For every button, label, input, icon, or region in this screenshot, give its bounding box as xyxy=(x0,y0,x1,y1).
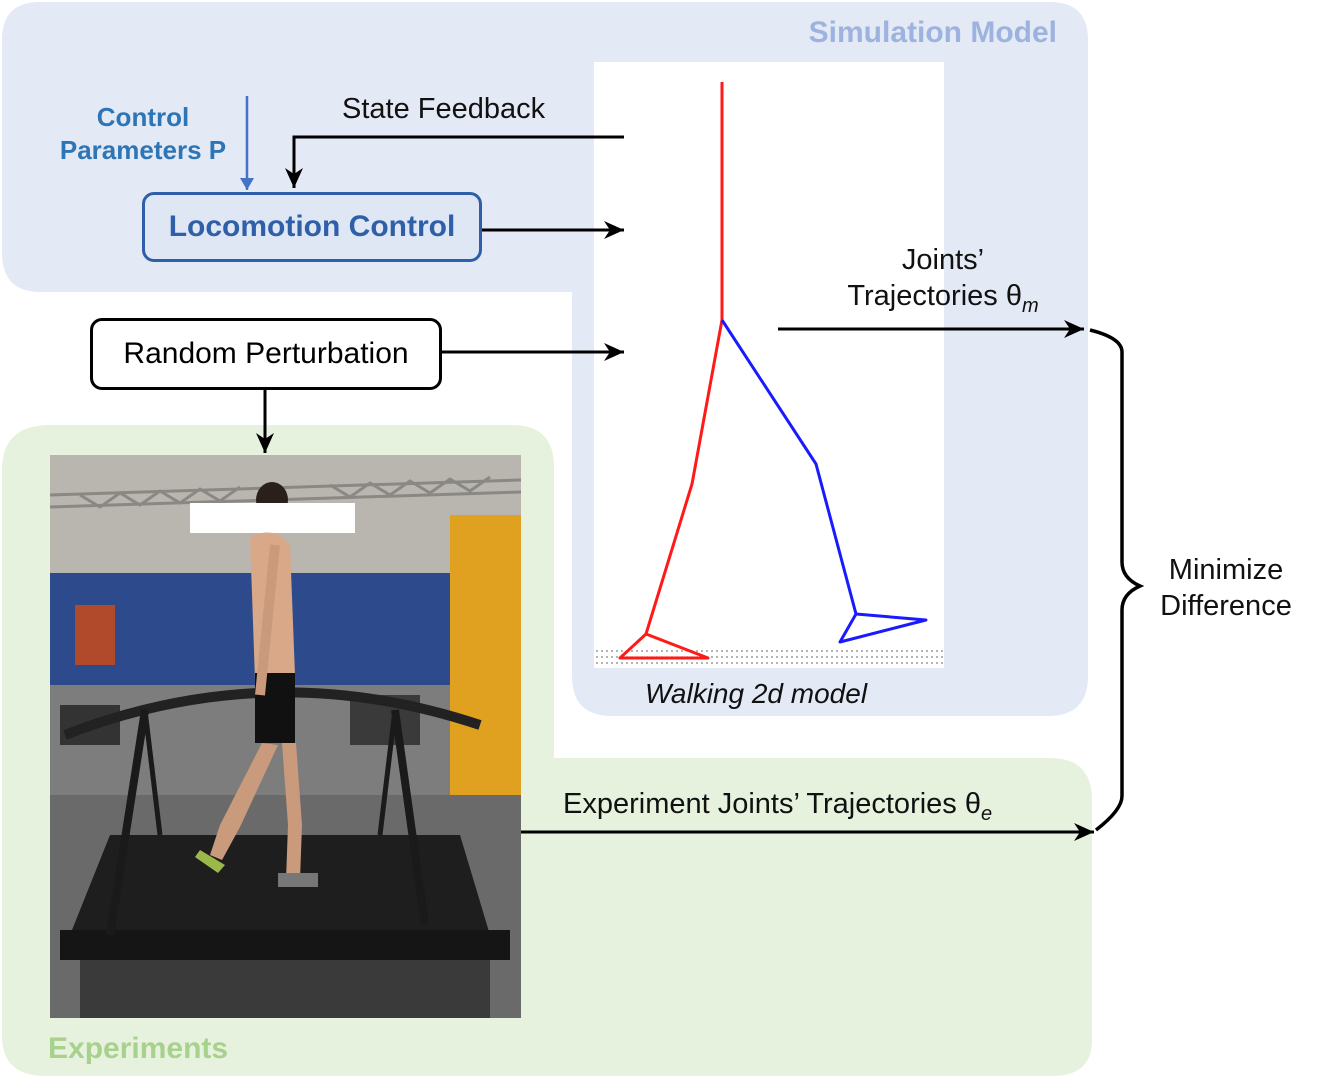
state-feedback-arrow xyxy=(285,135,624,188)
control-parameters-line2: Parameters P xyxy=(59,135,227,165)
walking-model-panel xyxy=(594,62,944,668)
theta-e-subscript: e xyxy=(980,802,993,825)
model-trajectories-line2: Trajectories θm xyxy=(830,278,1056,324)
theta-m-subscript: m xyxy=(1021,294,1039,317)
experiments-title: Experiments xyxy=(48,1032,229,1065)
model-trajectories-line1: Joints’ xyxy=(901,244,985,276)
stance-leg xyxy=(618,82,724,660)
simulation-model-title: Simulation Model xyxy=(808,16,1057,49)
swing-leg xyxy=(720,319,928,644)
model-trajectories-text: Trajectories θ xyxy=(847,280,1022,312)
experiment-trajectories-text: Experiment Joints’ Trajectories θ xyxy=(563,788,981,820)
minimize-line1: Minimize xyxy=(1168,554,1284,586)
locomotion-control-box: Locomotion Control xyxy=(142,192,482,262)
state-feedback-label: State Feedback xyxy=(342,93,546,125)
minimize-difference-label: Minimize Difference xyxy=(1148,552,1304,624)
experiment-trajectories-label: Experiment Joints’ Trajectories θe xyxy=(563,788,992,826)
minimize-line2: Difference xyxy=(1160,590,1292,622)
random-perturbation-box: Random Perturbation xyxy=(90,318,442,390)
model-trajectories-label: Joints’ Trajectories θm xyxy=(830,242,1056,324)
control-parameters-label: Control Parameters P xyxy=(48,101,238,167)
control-parameters-line1: Control xyxy=(96,102,190,132)
minimize-brace xyxy=(1089,328,1145,832)
walking-model-caption: Walking 2d model xyxy=(645,678,868,709)
experiment-photo xyxy=(50,455,521,1018)
